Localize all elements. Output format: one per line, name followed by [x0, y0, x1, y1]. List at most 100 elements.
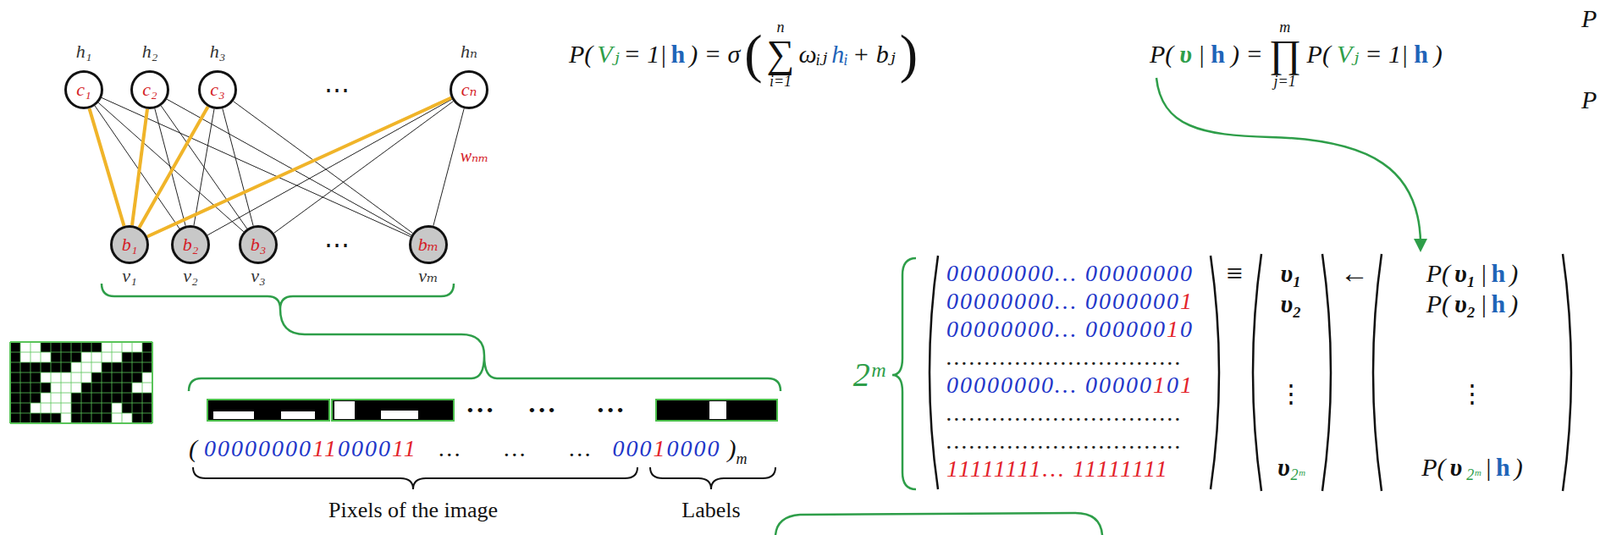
ellipsis: ⋮ — [1278, 379, 1304, 409]
limit-text: j=1 — [1274, 73, 1297, 89]
bit-string: 00000000… 0000000 — [946, 287, 1181, 315]
count-brace — [892, 258, 916, 490]
bias-label: cₙ — [461, 80, 478, 100]
bit-string: 0000 — [667, 435, 722, 463]
text-row: ............................... — [946, 343, 1183, 371]
parenthesis — [1373, 253, 1382, 492]
math-text: | — [1479, 259, 1487, 289]
strip — [331, 399, 454, 421]
limit-text: m — [1279, 19, 1291, 35]
hidden-unit: hₙcₙ — [449, 70, 489, 110]
green-arrow — [1156, 77, 1421, 243]
unit-name: vₘ — [418, 266, 438, 286]
pixel — [91, 362, 102, 373]
vector-symbol: υ₂ — [1454, 289, 1476, 320]
vector-symbol: h — [1413, 39, 1429, 70]
underbraces — [193, 467, 776, 490]
pixel — [71, 372, 82, 383]
math-text: ) — [1434, 39, 1443, 70]
brace-link — [280, 308, 485, 356]
pixel-strips — [207, 399, 778, 421]
math-text: P( — [1421, 452, 1446, 483]
grid-line — [10, 372, 153, 374]
pixel — [101, 342, 112, 353]
pixel — [40, 372, 51, 383]
pixel — [30, 402, 41, 414]
math-text: ) — [1509, 259, 1518, 289]
vector-symbol: υ — [1450, 452, 1463, 483]
green-braces — [101, 77, 1421, 535]
pixel-image — [10, 342, 153, 424]
limit-stack: n∑i=1 — [766, 19, 795, 89]
weight-connection — [132, 109, 148, 226]
pixel — [50, 402, 61, 414]
ellipsis: ⋯ — [324, 230, 350, 260]
pixel — [81, 372, 92, 383]
grid-line — [10, 362, 153, 364]
hidden-unit: h₁c₁ — [64, 70, 104, 110]
pixel — [30, 342, 41, 353]
text-row: ← — [1340, 256, 1369, 290]
ellipsis: … — [504, 435, 526, 463]
ellipsis: ⋯ — [324, 75, 350, 105]
ellipsis-row: ............................... — [946, 427, 1183, 455]
pixel — [60, 372, 72, 383]
math-text: + bⱼ — [852, 39, 896, 70]
visible-unit: b₃v₃ — [238, 225, 278, 265]
strip-pixels — [281, 411, 315, 420]
operator-symbol: ≡ — [1225, 256, 1242, 290]
bit-string: 1 — [1153, 371, 1167, 399]
bit-string: 0 — [1166, 371, 1181, 399]
ellipsis: … — [439, 435, 461, 463]
text-row: ⋯ — [324, 230, 350, 260]
grid-line — [10, 341, 153, 343]
text-row: ............................... — [946, 427, 1183, 455]
bias-label: b₂ — [182, 235, 199, 254]
vector-symbol: υ — [1179, 39, 1192, 70]
parenthesis — [1562, 253, 1572, 492]
math-text: P( — [1426, 259, 1451, 289]
grid-line — [10, 413, 153, 414]
unit-name: v₁ — [121, 266, 137, 286]
labels-brace — [650, 467, 776, 490]
limit-text: i=1 — [769, 73, 792, 89]
parenthesis — [1252, 253, 1262, 492]
ellipsis: ••• — [466, 399, 497, 421]
pixel — [50, 372, 61, 383]
ellipsis: … — [569, 435, 591, 463]
pixel — [81, 362, 92, 373]
pixels-brace — [193, 467, 638, 490]
text-row: ••• — [596, 399, 627, 421]
math-text: ωᵢⱼ — [798, 39, 828, 70]
hidden-unit: h₂c₂ — [130, 70, 170, 110]
hidden-unit: h₃c₃ — [198, 70, 238, 110]
text-row: ⋯ — [324, 75, 350, 105]
pixel — [111, 402, 122, 414]
strip-pixels — [709, 401, 727, 420]
strip-pixels — [380, 410, 419, 420]
bit-string: 11 — [391, 435, 418, 463]
math-text: | — [1197, 39, 1205, 70]
weight-connection — [233, 101, 414, 234]
bit-string: 00000000 — [204, 435, 313, 463]
vector-symbol: υ₁ — [1454, 259, 1476, 289]
bit-string: 1 — [1180, 287, 1194, 315]
pixel — [40, 352, 51, 363]
text-row: P — [1581, 85, 1597, 116]
text-row: Labels — [681, 497, 740, 524]
bit-string: 0000 — [337, 435, 392, 463]
bit-string: 00000000… 00000000 — [946, 259, 1194, 287]
ellipsis: ••• — [528, 399, 558, 421]
pixel — [111, 413, 122, 424]
pixel — [60, 402, 72, 414]
visible-unit: b₁v₁ — [110, 225, 149, 265]
weight-connection — [222, 108, 254, 227]
math-text: ) = — [1230, 39, 1264, 70]
variable-symbol: Vⱼ — [1336, 39, 1359, 70]
math-text: P — [1581, 85, 1597, 116]
grid-line — [10, 352, 153, 354]
vector-symbol: υ₂ — [1280, 289, 1302, 320]
pixel — [40, 402, 51, 414]
vector-symbol: h — [1210, 39, 1225, 70]
vector-symbol: υ — [1277, 452, 1291, 483]
